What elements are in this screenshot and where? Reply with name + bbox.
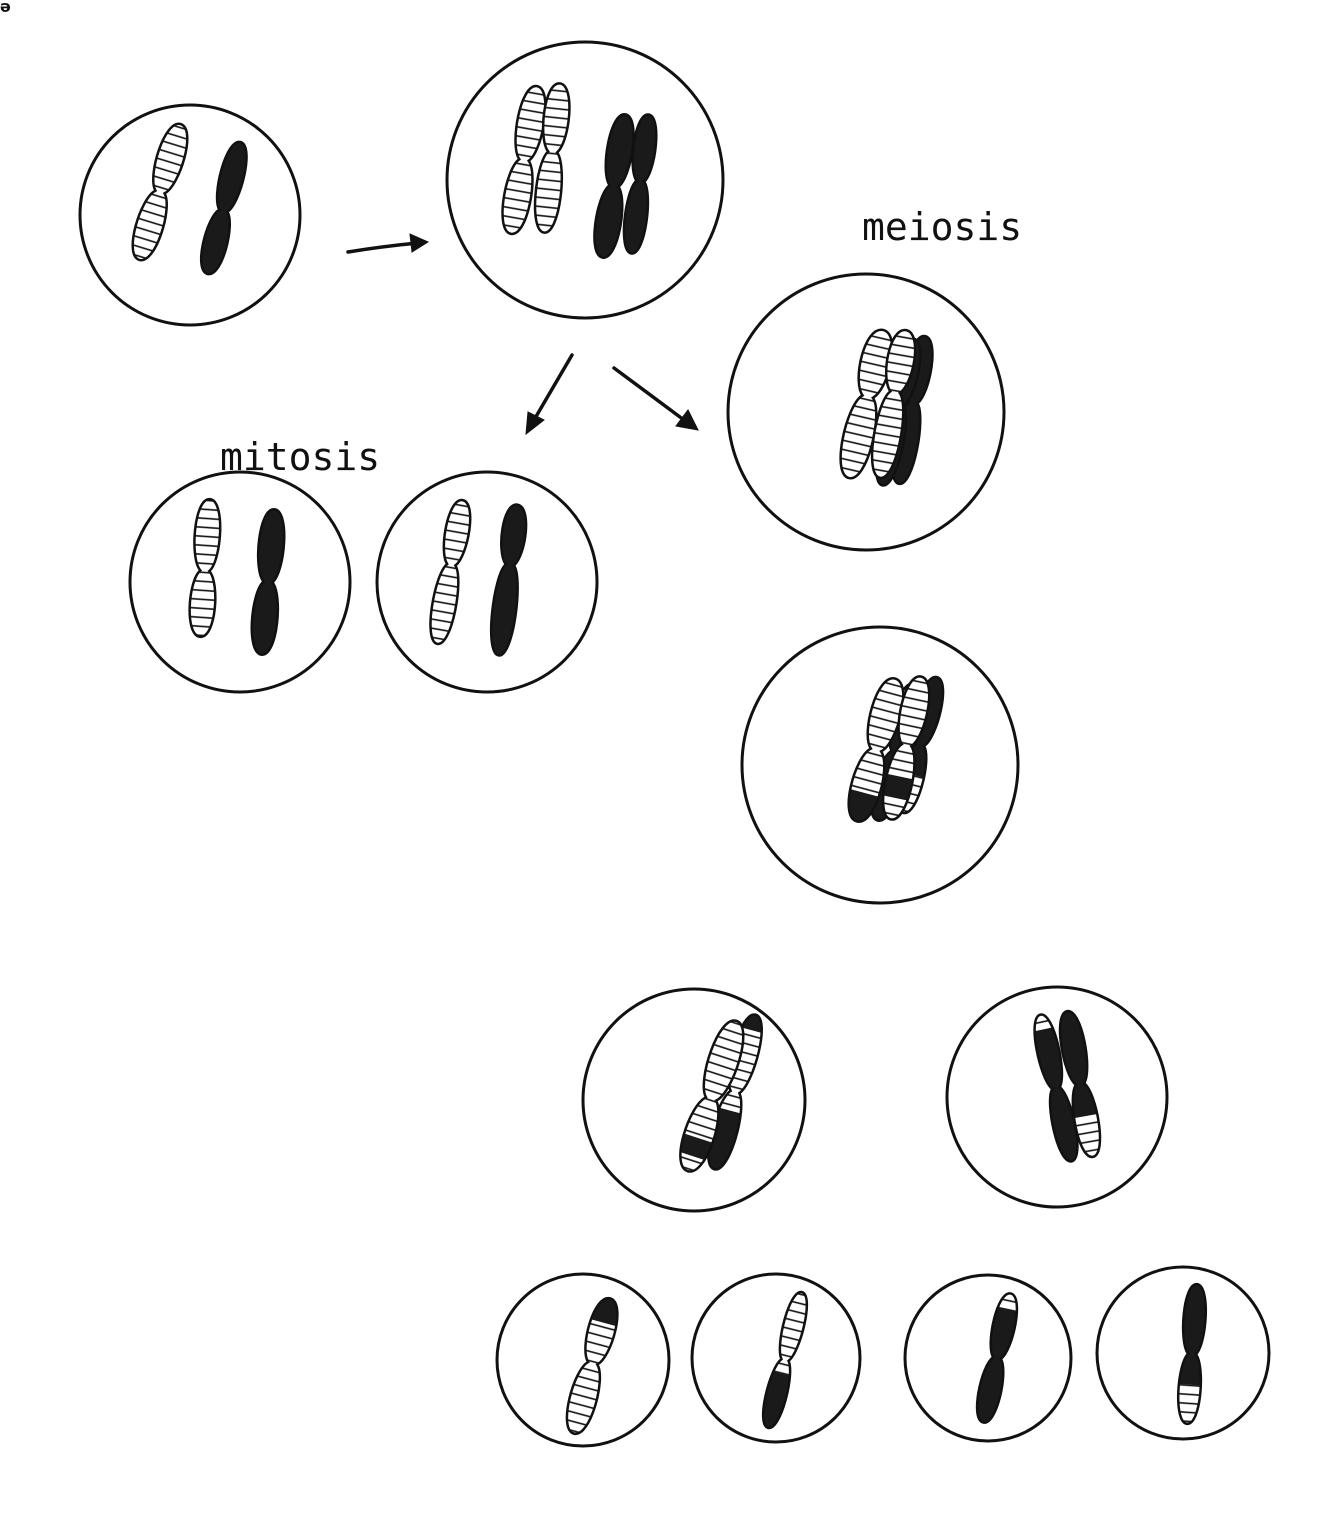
arrow-to-mitosis-shaft — [534, 355, 572, 420]
crossover-homolog-tetrad — [837, 673, 954, 827]
mitosis-daughter-cell-1 — [130, 472, 350, 692]
recombinant-chromatid — [1171, 1283, 1213, 1425]
parent-cell — [80, 105, 300, 325]
gamete-cell-1-chromatid — [556, 1293, 629, 1438]
parent-chromosome-pair — [126, 120, 252, 277]
recombinant-chromatid — [556, 1293, 629, 1438]
replicated-cell-membrane — [447, 42, 723, 318]
arrow-right-shaft — [348, 243, 418, 252]
synapsed-homolog-tetrad — [834, 327, 936, 488]
corner-fragment-text: ə — [0, 0, 11, 16]
arrow-to-meiosis-head — [676, 410, 698, 430]
meiosis-crossover-cell — [742, 627, 1018, 903]
parent-cell-membrane — [80, 105, 300, 325]
arrow-right — [348, 234, 428, 252]
dark-chromosome — [249, 508, 287, 656]
gamete-cell-4 — [1097, 1267, 1269, 1439]
gamete-cell-3 — [905, 1275, 1071, 1441]
gamete-cell-2-chromatid — [754, 1288, 817, 1431]
striped-chromosome — [426, 498, 475, 646]
mitosis-daughter-cell-2-chromosomes — [426, 498, 529, 657]
gamete-cell-4-chromatid — [1171, 1283, 1213, 1425]
arrow-to-meiosis — [614, 368, 698, 430]
meiosis-one-cell-2-chromosome — [1025, 1008, 1110, 1165]
mitosis-daughter-cell-2-membrane — [377, 472, 597, 692]
striped-chromosome — [126, 120, 193, 264]
dark-chromosome — [487, 503, 529, 657]
meiosis-synapsis-cell — [728, 274, 1004, 550]
arrow-to-mitosis — [526, 355, 572, 434]
arrow-to-meiosis-shaft — [614, 368, 684, 420]
striped-chromosome — [188, 498, 223, 637]
meiosis-one-cell-1-membrane — [583, 989, 805, 1211]
meiosis-one-cell-1-chromosome — [668, 1010, 773, 1178]
recombinant-chromatid — [968, 1290, 1027, 1426]
gamete-cell-3-chromatid — [968, 1290, 1027, 1426]
mitosis-daughter-cell-1-membrane — [130, 472, 350, 692]
gamete-cell-1 — [497, 1274, 669, 1446]
gamete-cell-2 — [692, 1274, 860, 1442]
arrow-to-mitosis-head — [526, 412, 544, 434]
replicated-chromosome-pair — [498, 82, 660, 259]
mitosis-daughter-cell-1-chromosomes — [188, 498, 287, 656]
replicated-cell — [447, 42, 723, 318]
recombinant-chromatid — [754, 1288, 817, 1431]
dark-chromosome — [196, 139, 252, 277]
meiosis-one-cell-1 — [583, 989, 805, 1211]
arrow-right-head — [410, 234, 428, 252]
mitosis-daughter-cell-2 — [377, 472, 597, 692]
meiosis-label: meiosis — [862, 205, 1022, 249]
meiosis-one-cell-2 — [947, 987, 1167, 1207]
